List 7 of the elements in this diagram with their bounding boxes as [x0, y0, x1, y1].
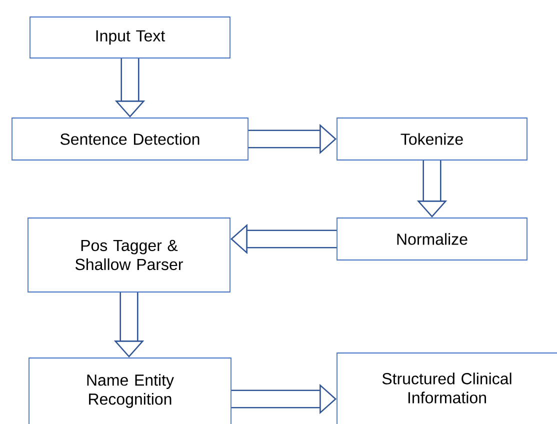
process-box: Normalize	[336, 218, 528, 260]
process-box: Tokenize	[336, 118, 528, 160]
process-box: Sentence Detection	[12, 118, 248, 160]
process-box: Pos Tagger & Shallow Parser	[28, 218, 230, 292]
process-box: Input Text	[30, 16, 230, 58]
process-box: Structured Clinical Information	[336, 352, 557, 424]
process-box: Name Entity Recognition	[28, 358, 232, 424]
